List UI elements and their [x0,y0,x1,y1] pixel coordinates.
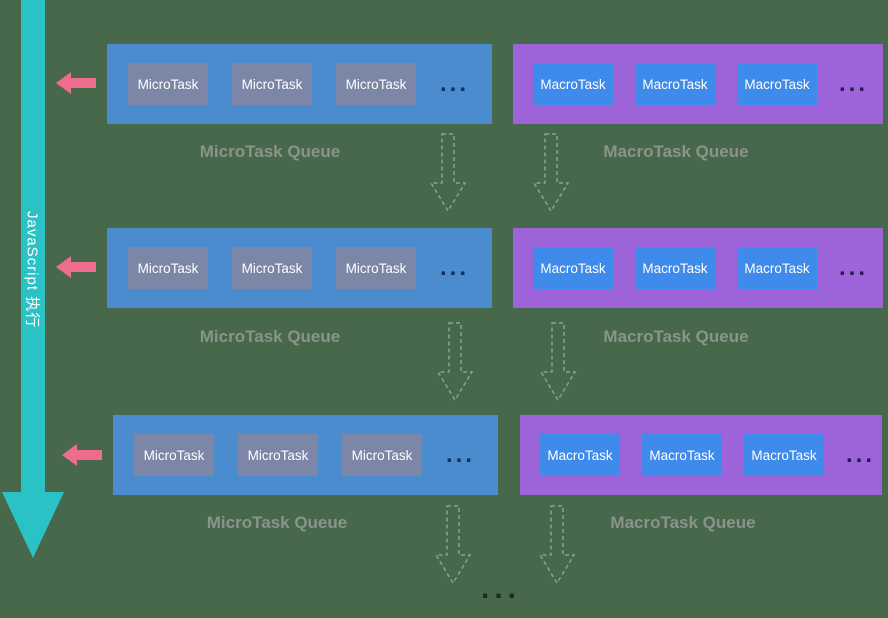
microtask-queue-label: MicroTask Queue [206,513,348,532]
microtask-queue-box: MicroTask MicroTask MicroTask ... [107,228,492,308]
macrotask-queue-box: MacroTask MacroTask MacroTask ... [513,228,883,308]
ellipsis: ... [839,254,869,281]
dashed-down-arrow-icon [532,133,570,213]
ellipsis: ... [440,70,470,97]
dashed-down-arrow-icon [436,322,474,402]
macrotask-label: MacroTask [540,76,606,92]
microtask-queue-box: MicroTask MicroTask MicroTask ... [107,44,492,124]
ellipsis: ... [440,254,470,281]
microtask-queue-label: MicroTask Queue [199,327,341,346]
dashed-down-arrow-icon [434,505,472,585]
macrotask-queue-box: MacroTask MacroTask MacroTask ... [513,44,883,124]
microtask-item: MicroTask [134,434,214,476]
dashed-down-arrow-icon [429,133,467,213]
ellipsis: ... [446,441,476,468]
macrotask-label: MacroTask [547,447,613,463]
javascript-execution-arrowhead-icon [2,492,64,558]
microtask-item: MicroTask [232,247,312,289]
macrotask-queue-label: MacroTask Queue [603,327,749,346]
macrotask-item: MacroTask [635,63,715,105]
left-arrow-icon [56,256,96,278]
continuation-ellipsis: ... [480,572,522,605]
microtask-label: MicroTask [241,260,303,276]
macrotask-item: MacroTask [737,63,817,105]
macrotask-item: MacroTask [533,247,613,289]
microtask-item: MicroTask [336,247,416,289]
left-arrow-icon [56,72,96,94]
microtask-label: MicroTask [137,76,199,92]
microtask-label: MicroTask [143,447,205,463]
microtask-queue-label: MicroTask Queue [199,142,341,161]
macrotask-label: MacroTask [642,76,708,92]
macrotask-label: MacroTask [540,260,606,276]
macrotask-label: MacroTask [751,447,817,463]
macrotask-item: MacroTask [533,63,613,105]
microtask-label: MicroTask [247,447,309,463]
macrotask-item: MacroTask [540,434,620,476]
microtask-item: MicroTask [238,434,318,476]
macrotask-label: MacroTask [649,447,715,463]
ellipsis: ... [846,441,876,468]
macrotask-item: MacroTask [642,434,722,476]
dashed-down-arrow-icon [539,322,577,402]
dashed-down-arrow-icon [538,505,576,585]
microtask-label: MicroTask [345,260,407,276]
javascript-execution-arrow: JavaScript 执行 [21,0,45,492]
microtask-queue-box: MicroTask MicroTask MicroTask ... [113,415,498,495]
javascript-execution-label: JavaScript 执行 [23,211,41,329]
macrotask-item: MacroTask [737,247,817,289]
macrotask-item: MacroTask [744,434,824,476]
macrotask-queue-box: MacroTask MacroTask MacroTask ... [520,415,882,495]
microtask-label: MicroTask [345,76,407,92]
microtask-label: MicroTask [241,76,303,92]
ellipsis: ... [839,70,869,97]
microtask-label: MicroTask [137,260,199,276]
macrotask-item: MacroTask [635,247,715,289]
microtask-item: MicroTask [336,63,416,105]
microtask-label: MicroTask [351,447,413,463]
macrotask-queue-label: MacroTask Queue [610,513,756,532]
microtask-item: MicroTask [128,63,208,105]
microtask-item: MicroTask [128,247,208,289]
macrotask-label: MacroTask [744,260,810,276]
microtask-item: MicroTask [232,63,312,105]
macrotask-label: MacroTask [642,260,708,276]
macrotask-queue-label: MacroTask Queue [603,142,749,161]
left-arrow-icon [62,444,102,466]
microtask-item: MicroTask [342,434,422,476]
macrotask-label: MacroTask [744,76,810,92]
